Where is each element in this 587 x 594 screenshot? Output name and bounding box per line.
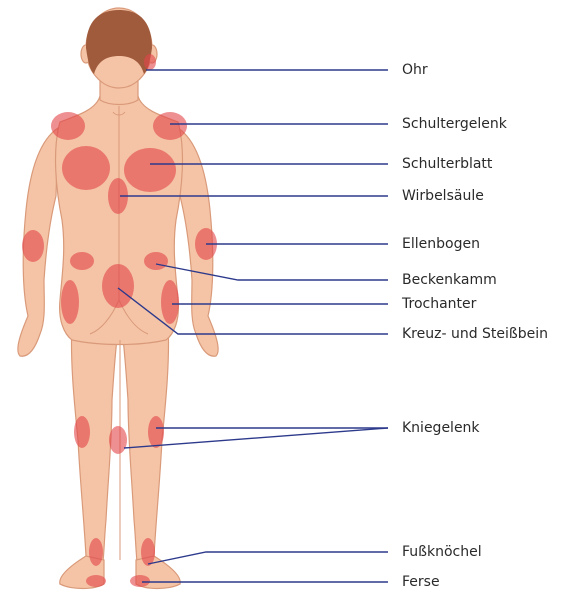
label-schultergelenk: Schultergelenk: [402, 116, 507, 132]
spot-shoulder-right: [153, 112, 187, 140]
label-trochanter: Trochanter: [402, 296, 476, 312]
spot-scapula-right: [124, 148, 176, 192]
spot-knee-left-1: [74, 416, 90, 448]
spot-knee-right: [148, 416, 164, 448]
spot-scapula-left: [62, 146, 110, 190]
leader-line-fussknoechel: [148, 552, 388, 564]
label-wirbelsaeule: Wirbelsäule: [402, 188, 484, 204]
label-kniegelenk: Kniegelenk: [402, 420, 480, 436]
label-kreuz-steissbein: Kreuz- und Steißbein: [402, 326, 548, 342]
spot-ankle-right: [141, 538, 155, 566]
spot-trochanter-right: [161, 280, 179, 324]
spot-elbow-left: [22, 230, 44, 262]
label-beckenkamm: Beckenkamm: [402, 272, 497, 288]
label-fussknoechel: Fußknöchel: [402, 544, 482, 560]
label-ohr: Ohr: [402, 62, 428, 78]
spot-sacrum: [102, 264, 134, 308]
spot-knee-left-2: [109, 426, 127, 454]
spot-ear: [144, 54, 156, 70]
spot-heel-right: [130, 575, 150, 587]
spot-heel-left: [86, 575, 106, 587]
spot-iliac-right: [144, 252, 168, 270]
spot-shoulder-left: [51, 112, 85, 140]
label-ferse: Ferse: [402, 574, 440, 590]
label-ellenbogen: Ellenbogen: [402, 236, 480, 252]
spot-ankle-left: [89, 538, 103, 566]
spot-trochanter-left: [61, 280, 79, 324]
label-schulterblatt: Schulterblatt: [402, 156, 492, 172]
spot-iliac-left: [70, 252, 94, 270]
